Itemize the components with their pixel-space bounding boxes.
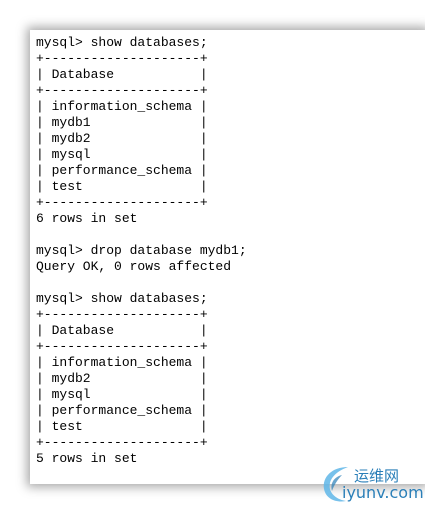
terminal-output: mysql> show databases; +----------------… xyxy=(36,35,416,467)
screenshot-frame xyxy=(30,30,425,484)
watermark-chinese-text: 运维网 xyxy=(354,467,400,485)
table-border: +--------------------+ xyxy=(36,83,208,98)
row-count-message: 5 rows in set xyxy=(36,451,138,466)
watermark-domain-text: iyunv.com xyxy=(342,483,424,502)
row-count-message: 6 rows in set xyxy=(36,211,138,226)
table-row: | information_schema | xyxy=(36,99,208,114)
blank-line xyxy=(36,275,416,291)
table-row: | performance_schema | xyxy=(36,163,208,178)
table-row: | mydb1 | xyxy=(36,115,208,130)
table-row: | mysql | xyxy=(36,147,208,162)
table-row: | test | xyxy=(36,419,208,434)
table-header: | Database | xyxy=(36,323,208,338)
table-row: | performance_schema | xyxy=(36,403,208,418)
table-border: +--------------------+ xyxy=(36,195,208,210)
table-row: | test | xyxy=(36,179,208,194)
table-row: | mysql | xyxy=(36,387,208,402)
table-border: +--------------------+ xyxy=(36,307,208,322)
table-row: | information_schema | xyxy=(36,355,208,370)
table-row: | mydb2 | xyxy=(36,371,208,386)
terminal-line: mysql> show databases; xyxy=(36,35,208,50)
watermark-swoosh-icon xyxy=(323,467,348,502)
table-border: +--------------------+ xyxy=(36,435,208,450)
table-row: | mydb2 | xyxy=(36,131,208,146)
table-border: +--------------------+ xyxy=(36,339,208,354)
query-result-message: Query OK, 0 rows affected xyxy=(36,259,232,274)
blank-line xyxy=(36,227,416,243)
watermark: 运维网 iyunv.com xyxy=(318,459,425,509)
table-header: | Database | xyxy=(36,67,208,82)
terminal-line: mysql> drop database mydb1; xyxy=(36,243,247,258)
terminal-line: mysql> show databases; xyxy=(36,291,208,306)
table-border: +--------------------+ xyxy=(36,51,208,66)
